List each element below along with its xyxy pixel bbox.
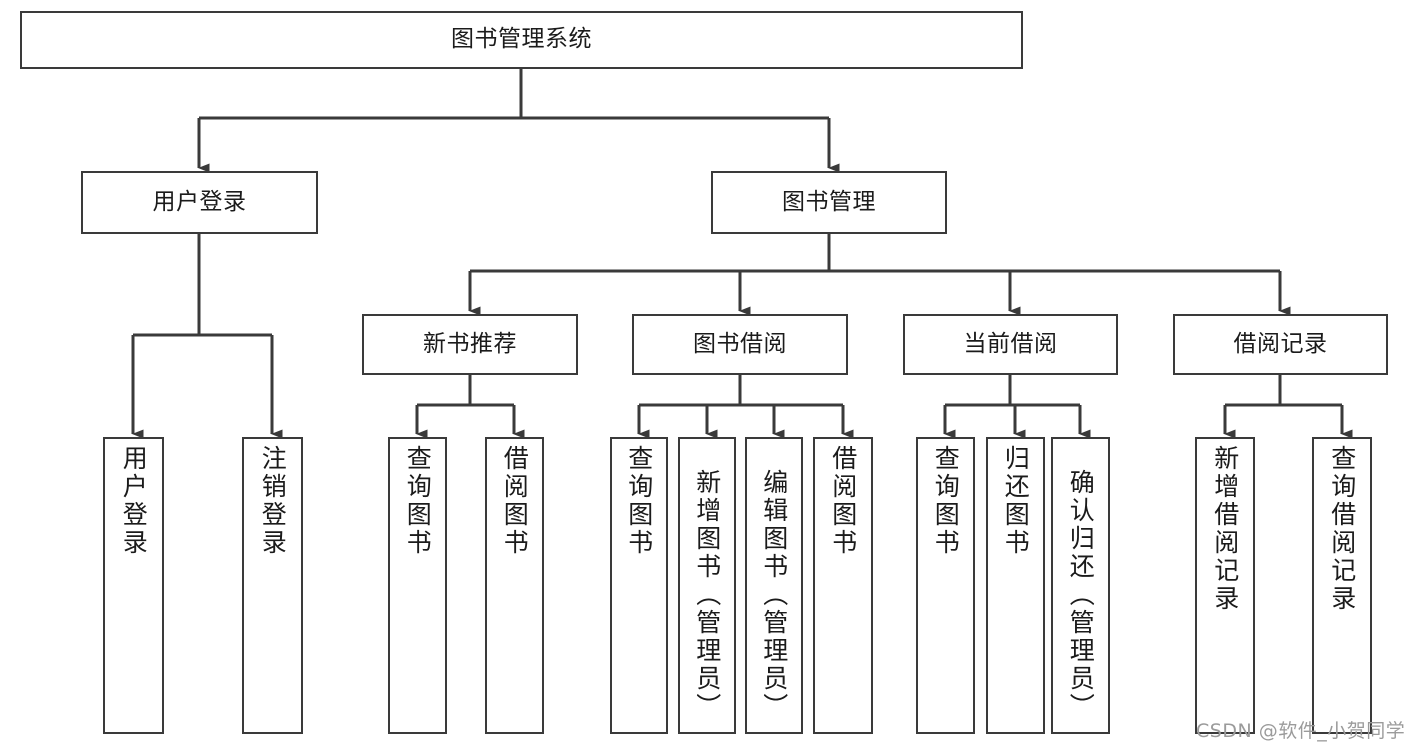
- node-root-label: 图书管理系统: [451, 26, 592, 53]
- node-current-borrow[interactable]: 当前借阅: [903, 314, 1118, 375]
- node-current-borrow-label: 当前借阅: [963, 330, 1058, 357]
- leaf-confirm-return-admin[interactable]: 确认归还（管理员）: [1051, 437, 1110, 734]
- leaf-query-book-borrow-label: 查询图书: [624, 445, 654, 557]
- node-new-book-recommend[interactable]: 新书推荐: [362, 314, 578, 375]
- node-book-borrow-label: 图书借阅: [693, 330, 787, 357]
- leaf-add-book-admin[interactable]: 新增图书（管理员）: [678, 437, 736, 734]
- node-user-login-label: 用户登录: [152, 188, 247, 215]
- leaf-user-login-label: 用户登录: [119, 445, 149, 557]
- leaf-return-book[interactable]: 归还图书: [986, 437, 1045, 734]
- node-book-management[interactable]: 图书管理: [711, 171, 947, 234]
- leaf-query-borrow-record-label: 查询借阅记录: [1327, 445, 1357, 613]
- leaf-borrow-book-recommend-label: 借阅图书: [500, 445, 530, 557]
- node-new-book-recommend-label: 新书推荐: [423, 330, 517, 357]
- leaf-logout-login[interactable]: 注销登录: [242, 437, 303, 734]
- leaf-edit-book-admin[interactable]: 编辑图书（管理员）: [745, 437, 803, 734]
- leaf-user-login[interactable]: 用户登录: [103, 437, 164, 734]
- leaf-query-book-current[interactable]: 查询图书: [916, 437, 975, 734]
- leaf-confirm-return-admin-label: 确认归还（管理员）: [1066, 469, 1096, 721]
- leaf-query-book-recommend[interactable]: 查询图书: [388, 437, 447, 734]
- leaf-edit-book-admin-label: 编辑图书（管理员）: [759, 469, 789, 721]
- leaf-query-borrow-record[interactable]: 查询借阅记录: [1312, 437, 1372, 734]
- leaf-logout-login-label: 注销登录: [258, 445, 288, 557]
- node-borrow-record[interactable]: 借阅记录: [1173, 314, 1388, 375]
- node-user-login[interactable]: 用户登录: [81, 171, 318, 234]
- leaf-add-borrow-record-label: 新增借阅记录: [1210, 445, 1240, 613]
- leaf-query-book-recommend-label: 查询图书: [403, 445, 433, 557]
- leaf-query-book-current-label: 查询图书: [931, 445, 961, 557]
- node-book-borrow[interactable]: 图书借阅: [632, 314, 848, 375]
- leaf-borrow-book-recommend[interactable]: 借阅图书: [485, 437, 544, 734]
- leaf-borrow-book-label: 借阅图书: [828, 445, 858, 557]
- leaf-return-book-label: 归还图书: [1001, 445, 1031, 557]
- leaf-add-book-admin-label: 新增图书（管理员）: [692, 469, 722, 721]
- leaf-query-book-borrow[interactable]: 查询图书: [610, 437, 668, 734]
- node-root[interactable]: 图书管理系统: [20, 11, 1023, 69]
- leaf-add-borrow-record[interactable]: 新增借阅记录: [1195, 437, 1255, 734]
- node-borrow-record-label: 借阅记录: [1233, 330, 1328, 357]
- leaf-borrow-book[interactable]: 借阅图书: [813, 437, 873, 734]
- node-book-management-label: 图书管理: [782, 188, 876, 215]
- csdn-watermark: CSDN @软件_小贺同学: [1196, 720, 1405, 742]
